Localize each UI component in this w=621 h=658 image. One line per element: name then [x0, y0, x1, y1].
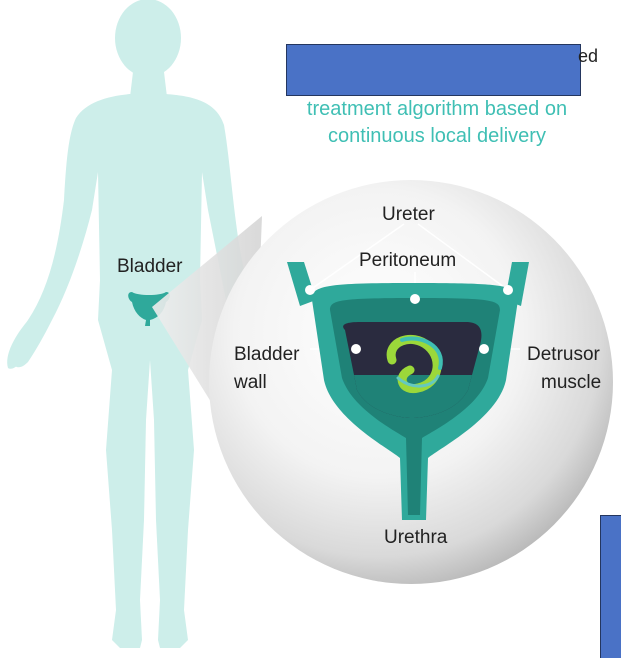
label-detrusor-line-1: Detrusor [527, 344, 600, 366]
label-bladder-wall-line-1: Bladder [234, 344, 300, 366]
redaction-box-bottom [600, 515, 621, 658]
label-detrusor-line-2: muscle [541, 372, 601, 394]
label-bladder-wall-line-2: wall [234, 372, 267, 394]
redaction-box-top [286, 44, 581, 96]
header-visible-suffix: ed [578, 45, 598, 67]
label-bladder: Bladder [117, 256, 183, 278]
label-urethra: Urethra [384, 527, 447, 549]
label-ureter: Ureter [382, 204, 435, 226]
header-line-2: continuous local delivery [282, 124, 592, 149]
header-line-1: treatment algorithm based on [282, 97, 592, 122]
label-peritoneum: Peritoneum [359, 250, 456, 272]
